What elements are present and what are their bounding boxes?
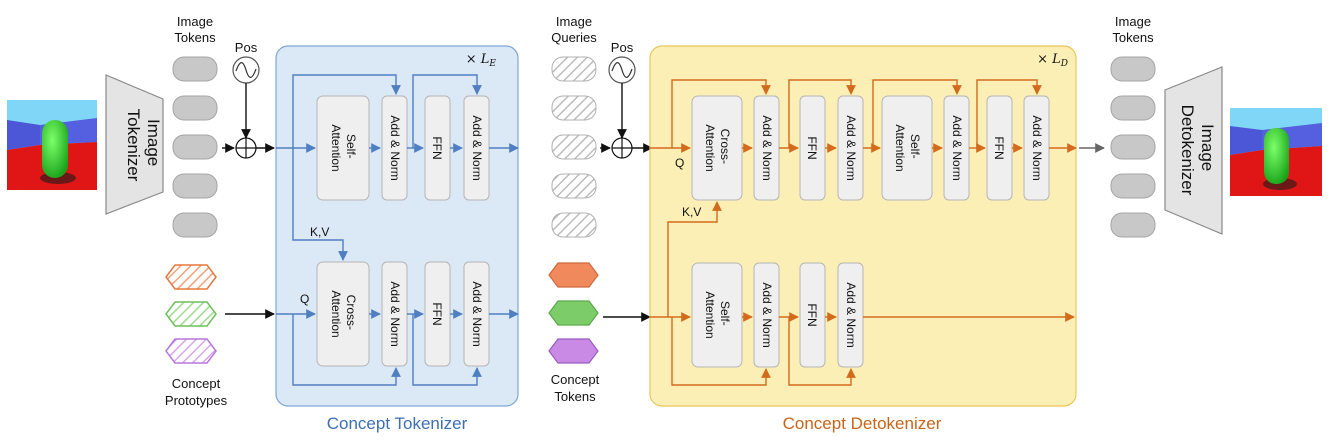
concept-prototypes <box>165 264 217 364</box>
image-tokens-right-label-2: Tokens <box>1112 30 1154 45</box>
token-orange <box>548 262 599 288</box>
pos-encoding-left-icon <box>232 56 260 84</box>
token-purple <box>548 338 599 364</box>
dec-kv-label: K,V <box>682 205 701 219</box>
query <box>551 173 597 199</box>
image-detokenizer-label-2: Detokenizer <box>1178 105 1197 196</box>
image-tokens-right <box>1110 56 1156 238</box>
svg-text:Add & Norm: Add & Norm <box>1030 115 1044 180</box>
output-image <box>1230 108 1322 196</box>
svg-text:Cross- Attention: Cross- Attention <box>703 124 732 171</box>
svg-text:Add & Norm: Add & Norm <box>388 115 402 180</box>
token <box>172 173 218 199</box>
svg-text:Add & Norm: Add & Norm <box>760 282 774 347</box>
enc-kv-label: K,V <box>310 225 329 239</box>
pos-right-label: Pos <box>611 40 634 55</box>
svg-text:FFN: FFN <box>992 136 1006 159</box>
svg-text:Self- Attention: Self- Attention <box>893 124 922 171</box>
svg-text:FFN: FFN <box>805 303 819 326</box>
svg-text:Image Detokenizer: Image Detokenizer <box>1178 105 1217 196</box>
svg-text:Add & Norm: Add & Norm <box>760 115 774 180</box>
prototype-orange <box>165 264 217 290</box>
image-tokens-left-label-1: Image <box>177 14 213 29</box>
add-circle-left-icon <box>235 137 257 159</box>
image-tokenizer: Image Tokenizer <box>105 74 164 215</box>
input-image <box>7 100 97 190</box>
dec-q-label: Q <box>675 156 684 170</box>
token <box>1110 56 1156 82</box>
prototype-green <box>165 301 217 327</box>
svg-text:FFN: FFN <box>430 302 444 325</box>
token <box>172 56 218 82</box>
image-tokens-left-label-2: Tokens <box>174 30 216 45</box>
image-tokenizer-label-2: Tokenizer <box>124 109 143 182</box>
prototype-purple <box>165 338 217 364</box>
image-detokenizer: Image Detokenizer <box>1164 66 1223 235</box>
svg-text:Image Tokenizer: Image Tokenizer <box>124 109 163 182</box>
token <box>1110 173 1156 199</box>
token <box>172 134 218 160</box>
token <box>172 95 218 121</box>
encoder-title: Concept Tokenizer <box>327 414 468 433</box>
query <box>551 56 597 82</box>
svg-text:Cross- Attention: Cross- Attention <box>329 290 358 337</box>
pos-left-label: Pos <box>235 40 258 55</box>
token <box>1110 212 1156 238</box>
svg-text:Add & Norm: Add & Norm <box>844 115 858 180</box>
dec-add-norm-6 <box>837 262 864 368</box>
query <box>551 134 597 160</box>
decoder-title: Concept Detokenizer <box>783 414 942 433</box>
image-tokenizer-label-1: Image <box>144 119 163 166</box>
concept-prototypes-label-1: Concept <box>172 376 221 391</box>
svg-text:Self- Attention: Self- Attention <box>703 291 732 338</box>
query <box>551 212 597 238</box>
token-green <box>548 300 599 326</box>
token <box>172 212 218 238</box>
image-queries <box>551 56 597 238</box>
dec-add-norm-5 <box>753 262 780 368</box>
svg-text:Add & Norm: Add & Norm <box>470 115 484 180</box>
enc-q-label: Q <box>300 292 309 306</box>
image-detokenizer-label-1: Image <box>1198 124 1217 171</box>
svg-text:Self- Attention: Self- Attention <box>329 124 358 171</box>
svg-text:FFN: FFN <box>805 136 819 159</box>
image-tokens-right-label-1: Image <box>1115 14 1151 29</box>
token <box>1110 134 1156 160</box>
svg-text:Add & Norm: Add & Norm <box>844 282 858 347</box>
concept-tokens <box>548 262 599 364</box>
concept-tokens-label-1: Concept <box>551 372 600 387</box>
concept-prototypes-label-2: Prototypes <box>165 393 228 408</box>
concept-tokens-label-2: Tokens <box>554 389 596 404</box>
image-queries-label-1: Image <box>556 14 592 29</box>
query <box>551 95 597 121</box>
svg-text:Add & Norm: Add & Norm <box>470 281 484 346</box>
decoder-repeat-label: × LD <box>1037 52 1068 69</box>
token <box>1110 95 1156 121</box>
pos-encoding-right-icon <box>608 56 636 84</box>
svg-text:Add & Norm: Add & Norm <box>388 281 402 346</box>
encoder-repeat-label: × LE <box>466 52 497 69</box>
svg-text:Add & Norm: Add & Norm <box>950 115 964 180</box>
svg-text:FFN: FFN <box>430 136 444 159</box>
add-circle-right-icon <box>611 137 633 159</box>
dec-ffn-3 <box>799 262 826 368</box>
image-queries-label-2: Queries <box>551 30 597 45</box>
dec-self-attention-2 <box>691 262 743 368</box>
image-tokens-left <box>172 56 218 238</box>
